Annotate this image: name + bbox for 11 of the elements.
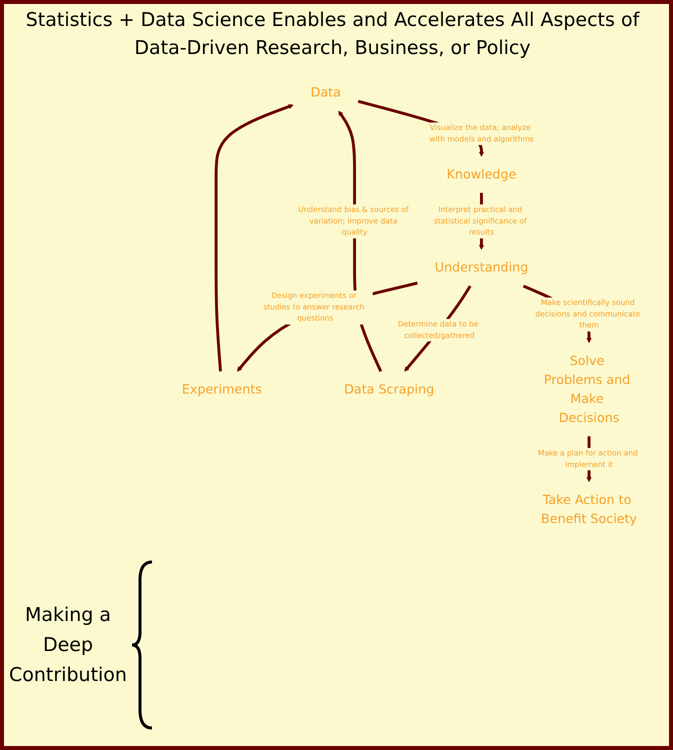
arrow xyxy=(237,282,418,372)
arrow xyxy=(214,104,294,372)
node-text: Data Scraping xyxy=(344,382,434,397)
node-text: Take Action to Benefit Society xyxy=(541,492,638,526)
node-text: Understanding xyxy=(434,260,528,276)
title: Statistics + Data Science Enables and Accelerates All Aspects of Data-Driven Research, Business, or Policy xyxy=(24,8,641,61)
node-text: Solve Problems and Make Decisions xyxy=(544,354,630,426)
node-text: Data xyxy=(310,86,341,100)
bracket-label: Making a Deep Contribution xyxy=(8,603,128,688)
node-text: Experiments xyxy=(182,382,262,397)
node-text: Knowledge xyxy=(446,167,516,182)
